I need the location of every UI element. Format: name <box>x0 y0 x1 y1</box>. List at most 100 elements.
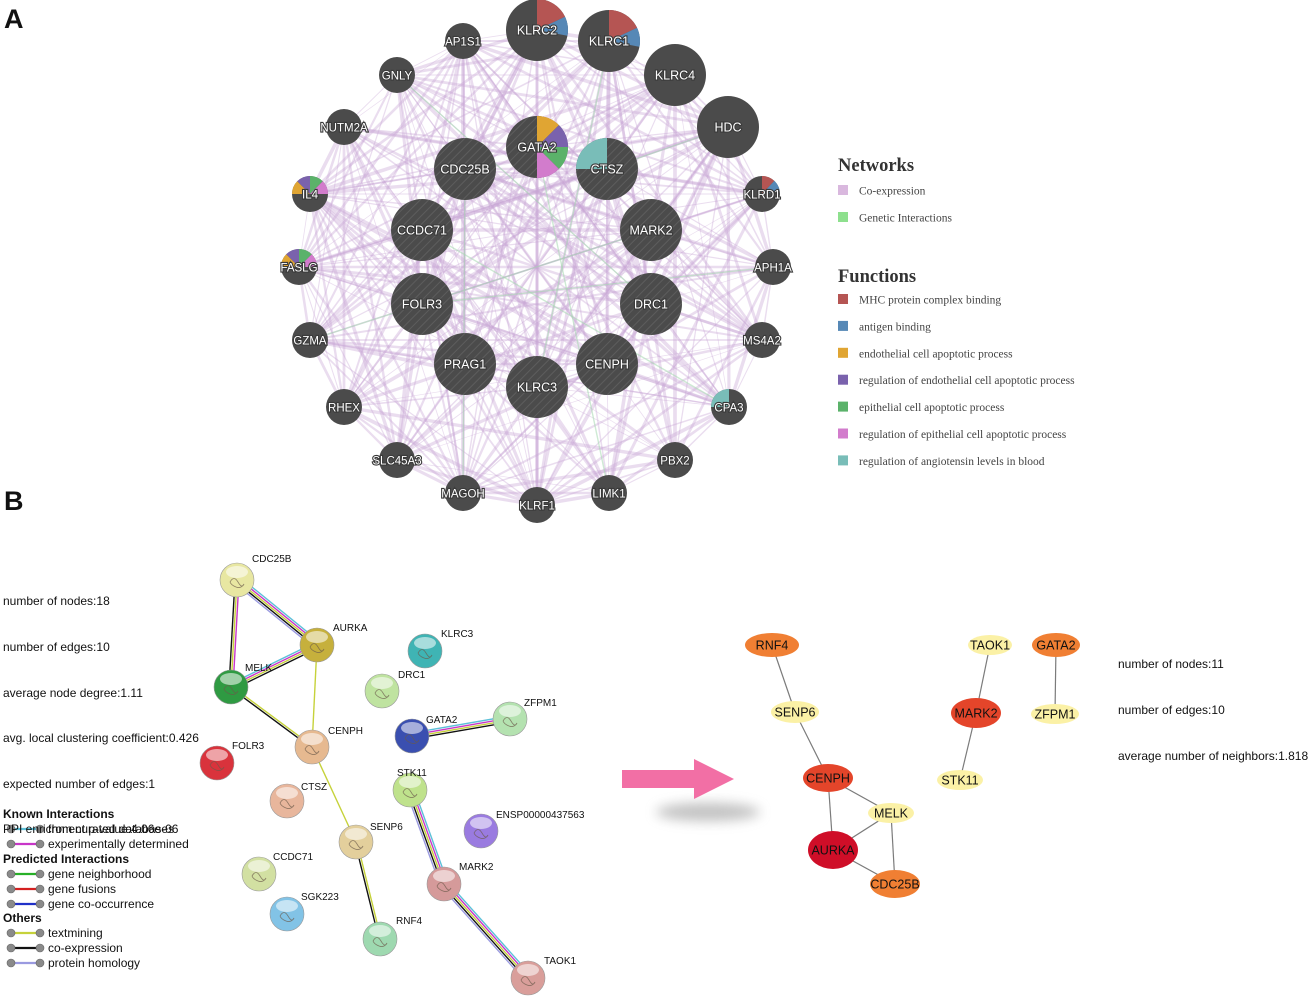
gene-node-ap1s1[interactable]: AP1S1 <box>444 23 482 59</box>
coexpression-edge <box>607 303 653 494</box>
protein-node-ensp00000437563[interactable]: ENSP00000437563 <box>463 810 585 849</box>
hub-node-taok1[interactable]: TAOK1 <box>968 635 1012 655</box>
gene-node-gnly[interactable]: GNLY <box>379 57 415 93</box>
coexpression-edge <box>421 229 538 388</box>
hub-node-gata2[interactable]: GATA2 <box>1032 633 1080 657</box>
coexpression-edge <box>343 405 676 462</box>
coexpression-edge <box>536 28 729 129</box>
key-label: gene fusions <box>48 882 117 896</box>
hub-node-cdc25b[interactable]: CDC25B <box>870 870 920 898</box>
node-label: KLRC4 <box>655 69 695 83</box>
coexpression-edge <box>536 338 763 507</box>
protein-node-aurka[interactable]: AURKA <box>299 623 368 663</box>
gene-node-folr3[interactable]: FOLR3 <box>391 273 453 335</box>
interaction-edge <box>311 746 357 843</box>
hub-node-mark2[interactable]: MARK2 <box>951 698 1001 728</box>
hub-node-melk[interactable]: MELK <box>868 803 914 823</box>
protein-structure-icon <box>372 937 388 947</box>
gene-node-aph1a[interactable]: APH1A <box>753 249 793 285</box>
protein-node-mark2[interactable]: MARK2 <box>426 862 494 902</box>
bubble-highlight <box>276 787 298 799</box>
coexpression-edge <box>535 29 764 341</box>
hub-node-zfpm1[interactable]: ZFPM1 <box>1031 704 1079 724</box>
protein-node-gata2[interactable]: GATA2 <box>394 715 458 754</box>
protein-label: CDC25B <box>252 554 292 565</box>
protein-node-cenph[interactable]: CENPH <box>294 726 363 765</box>
gene-node-klrc4[interactable]: KLRC4 <box>644 44 706 106</box>
gene-node-ms4a2[interactable]: MS4A2 <box>742 322 782 358</box>
gene-node-faslg[interactable]: FASLG <box>279 249 319 285</box>
protein-node-cdc25b[interactable]: CDC25B <box>219 554 292 598</box>
gene-node-klrc3[interactable]: KLRC3 <box>506 356 568 418</box>
coexpression-edge <box>606 168 774 268</box>
protein-node-klrc3[interactable]: KLRC3 <box>407 629 474 669</box>
gene-node-klrc1[interactable]: KLRC1 <box>578 10 640 72</box>
hub-node-senp6[interactable]: SENP6 <box>771 701 819 723</box>
antigen-binding-wedge <box>762 180 780 194</box>
protein-label: STK11 <box>397 768 427 779</box>
hub-node-aurka[interactable]: AURKA <box>808 831 858 869</box>
gene-node-hdc[interactable]: HDC <box>697 96 759 158</box>
gene-node-gata2[interactable]: GATA2 <box>506 116 568 178</box>
hub-node-stk11[interactable]: STK11 <box>937 770 983 790</box>
gene-node-ccdc71[interactable]: CCDC71 <box>391 199 453 261</box>
node-label: KLRF1 <box>519 501 555 513</box>
protein-node-stk11[interactable]: STK11 <box>392 768 428 808</box>
bubble-highlight <box>517 964 539 976</box>
gene-node-klrf1[interactable]: KLRF1 <box>518 487 556 523</box>
protein-node-taok1[interactable]: TAOK1 <box>510 956 576 996</box>
protein-node-drc1[interactable]: DRC1 <box>364 670 426 709</box>
gene-node-drc1[interactable]: DRC1 <box>620 273 682 335</box>
gene-node-il4[interactable]: IL4 <box>292 176 328 212</box>
coexpression-edge <box>421 302 730 409</box>
coexpression-edge <box>309 339 464 494</box>
gene-node-ctsz[interactable]: CTSZ <box>576 138 638 200</box>
protein-node-sgk223[interactable]: SGK223 <box>269 892 339 932</box>
coexpression-edge <box>726 126 731 408</box>
coexpression-edge <box>536 29 610 494</box>
gene-node-cdc25b[interactable]: CDC25B <box>434 138 496 200</box>
coexpression-edge <box>536 386 730 408</box>
gene-node-klrd1[interactable]: KLRD1 <box>742 176 782 212</box>
gene-node-cpa3[interactable]: CPA3 <box>711 389 747 425</box>
coexpression-edge <box>536 146 730 408</box>
gene-node-limk1[interactable]: LIMK1 <box>591 475 627 511</box>
coexpression-edge <box>343 126 652 305</box>
function-wedge <box>292 181 310 194</box>
coexpression-edge <box>298 229 652 268</box>
coexpression-edge <box>673 266 775 461</box>
gene-node-pbx2[interactable]: PBX2 <box>657 442 693 478</box>
node-circle <box>379 442 415 478</box>
hub-node-cenph[interactable]: CENPH <box>803 764 853 792</box>
hub-node-label: SENP6 <box>775 706 816 720</box>
coexpression-edge <box>421 167 608 232</box>
gene-node-nutm2a[interactable]: NUTM2A <box>319 109 369 145</box>
protein-node-ctsz[interactable]: CTSZ <box>269 782 327 819</box>
bubble-highlight <box>414 637 436 649</box>
gene-node-slc45a3[interactable]: SLC45A3 <box>371 442 423 478</box>
gene-node-mark2[interactable]: MARK2 <box>620 199 682 261</box>
coexpression-edge <box>343 302 652 409</box>
antigen-binding-wedge <box>537 16 568 36</box>
protein-node-zfpm1[interactable]: ZFPM1 <box>492 698 557 737</box>
protein-node-senp6[interactable]: SENP6 <box>338 822 403 860</box>
gene-node-klrc2[interactable]: KLRC2 <box>506 0 568 61</box>
hub-node-rnf4[interactable]: RNF4 <box>745 633 799 657</box>
protein-node-melk[interactable]: MELK <box>213 663 273 705</box>
gene-node-prag1[interactable]: PRAG1 <box>434 333 496 395</box>
coexpression-edge <box>462 29 538 494</box>
gene-node-cenph[interactable]: CENPH <box>576 333 638 395</box>
key-label: protein homology <box>48 956 141 970</box>
gene-node-magoh[interactable]: MAGOH <box>440 475 486 511</box>
coexpression-edge <box>421 125 729 306</box>
gene-node-rhex[interactable]: RHEX <box>326 389 362 425</box>
coexpression-edge <box>309 192 608 366</box>
protein-node-ccdc71[interactable]: CCDC71 <box>241 852 313 892</box>
gene-node-gzma[interactable]: GZMA <box>292 322 328 358</box>
coexpression-edge <box>343 405 538 507</box>
protein-node-rnf4[interactable]: RNF4 <box>362 916 423 957</box>
coexpression-edge <box>461 40 677 461</box>
hub-node-label: STK11 <box>941 774 978 788</box>
protein-node-folr3[interactable]: FOLR3 <box>199 741 265 781</box>
hub-node-shape <box>937 770 983 790</box>
